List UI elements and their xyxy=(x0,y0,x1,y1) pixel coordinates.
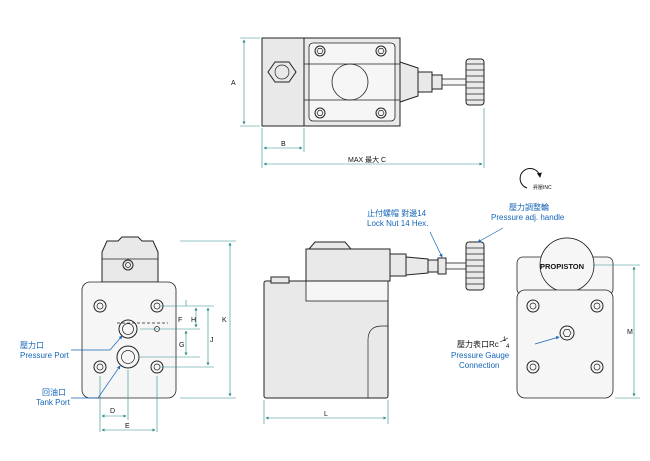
side-view-dimensions xyxy=(263,400,389,424)
tank-port-cn-label: 回油口 xyxy=(42,387,66,397)
dim-m: M xyxy=(627,329,633,336)
side-view-stem xyxy=(445,262,467,270)
top-view-hex-port xyxy=(267,61,297,83)
gauge-en-label-1: Pressure Gauge xyxy=(451,351,510,360)
gauge-fraction-denominator: 4 xyxy=(506,344,510,350)
side-view-valve-body xyxy=(305,248,391,282)
dim-b: B xyxy=(281,141,286,148)
dim-e: E xyxy=(125,423,130,430)
rotation-label: 昇壓INC xyxy=(533,185,552,191)
dim-max-c: MAX 最大 C xyxy=(348,155,386,164)
dim-k: K xyxy=(222,317,227,324)
tank-port-en-label: Tank Port xyxy=(36,398,71,407)
dim-g: G xyxy=(179,342,184,349)
side-view-bonnet xyxy=(389,253,407,277)
pressure-port-cn-label: 壓力口 xyxy=(20,340,44,350)
gauge-port xyxy=(559,325,575,341)
rear-view-dimensions xyxy=(593,264,640,399)
gauge-en-label-2: Connection xyxy=(459,361,499,370)
front-view-top-cap xyxy=(101,236,159,283)
top-view-stem xyxy=(441,78,467,86)
lock-nut-en-label: Lock Nut 14 Hex. xyxy=(367,219,428,228)
top-view xyxy=(261,37,485,127)
front-view xyxy=(81,236,177,399)
pressure-port xyxy=(118,319,138,339)
pressure-port-en-label: Pressure Port xyxy=(20,351,70,360)
top-view-nose xyxy=(399,61,419,103)
gauge-cn-label: 壓力表口Rc xyxy=(457,339,499,349)
dim-d: D xyxy=(110,408,115,415)
top-view-bonnet xyxy=(417,71,433,93)
front-view-bolts xyxy=(93,299,164,374)
lock-nut-cn-label: 止付螺帽 對邊14 xyxy=(367,208,427,218)
rear-view-bolts xyxy=(526,299,604,374)
adj-handle-cn-label: 壓力調整輪 xyxy=(509,202,549,212)
dim-f-vertical: F xyxy=(178,317,182,324)
top-view-dimensions xyxy=(240,37,485,168)
front-view-body xyxy=(81,281,177,399)
front-view-dimensions xyxy=(99,240,236,432)
rear-view-body xyxy=(516,289,614,399)
rear-view xyxy=(516,237,614,399)
brand-label: PROPISTON xyxy=(540,262,584,271)
dim-l: L xyxy=(324,411,328,418)
top-view-center-boss xyxy=(331,63,369,101)
rotation-indicator xyxy=(519,168,542,189)
top-view-bolts xyxy=(314,45,387,119)
side-view xyxy=(263,241,485,399)
side-view-pin xyxy=(270,276,290,284)
dim-a: A xyxy=(231,80,236,87)
gauge-fraction-numerator: 1 xyxy=(503,337,507,343)
tank-port xyxy=(116,345,140,369)
dim-j: J xyxy=(210,337,214,344)
dim-h: H xyxy=(191,317,196,324)
side-view-lock-nut xyxy=(437,257,447,275)
adj-handle-en-label: Pressure adj. handle xyxy=(491,213,565,222)
